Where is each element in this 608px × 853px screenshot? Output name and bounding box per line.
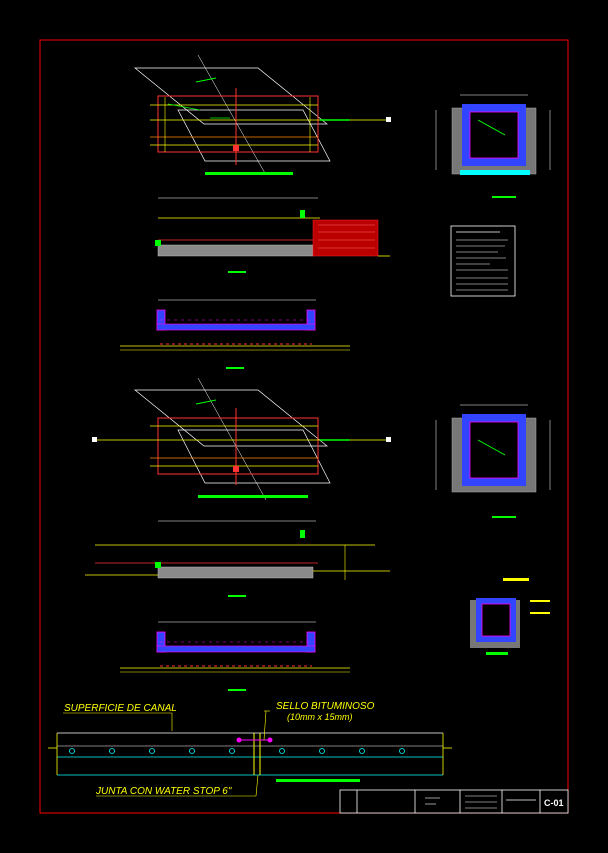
plan-view-1 <box>134 54 391 176</box>
joint-detail: SUPERFICIE DE CANAL SELLO BITUMINOSO (10… <box>48 701 452 797</box>
plan-view-2 <box>92 377 391 501</box>
view-title-bar <box>228 271 246 273</box>
view-title-bar <box>228 595 246 597</box>
view-title-bar <box>492 196 516 198</box>
view-title-bar <box>492 516 516 518</box>
sheet-border <box>39 39 569 814</box>
channel-section-1 <box>120 299 350 369</box>
title-block: C-01 <box>339 789 569 814</box>
box-section-3 <box>470 578 550 655</box>
box-section-2 <box>435 404 551 518</box>
longitudinal-section-2 <box>85 520 390 597</box>
seal-dimensions-label: (10mm x 15mm) <box>287 712 353 722</box>
channel-base <box>156 323 316 331</box>
notes-box <box>450 225 516 297</box>
channel-outline <box>157 95 319 153</box>
waterstop-joint-label: JUNTA CON WATER STOP 6" <box>95 786 232 797</box>
section-plane-bottom <box>177 109 331 162</box>
longitudinal-section-1 <box>155 197 390 273</box>
view-title-bar <box>276 779 360 782</box>
view-title-bar <box>228 689 246 691</box>
channel-section-2 <box>120 621 350 691</box>
bitumen-seal-label: SELLO BITUMINOSO <box>276 701 375 712</box>
view-title-bar <box>198 495 308 498</box>
box-section-1 <box>435 94 551 198</box>
sheet-code: C-01 <box>544 798 564 808</box>
view-title-bar <box>205 172 293 175</box>
hatched-fill <box>312 219 379 257</box>
view-title-bar <box>226 367 244 369</box>
floor-slab <box>157 244 314 257</box>
canal-surface-label: SUPERFICIE DE CANAL <box>64 703 177 714</box>
